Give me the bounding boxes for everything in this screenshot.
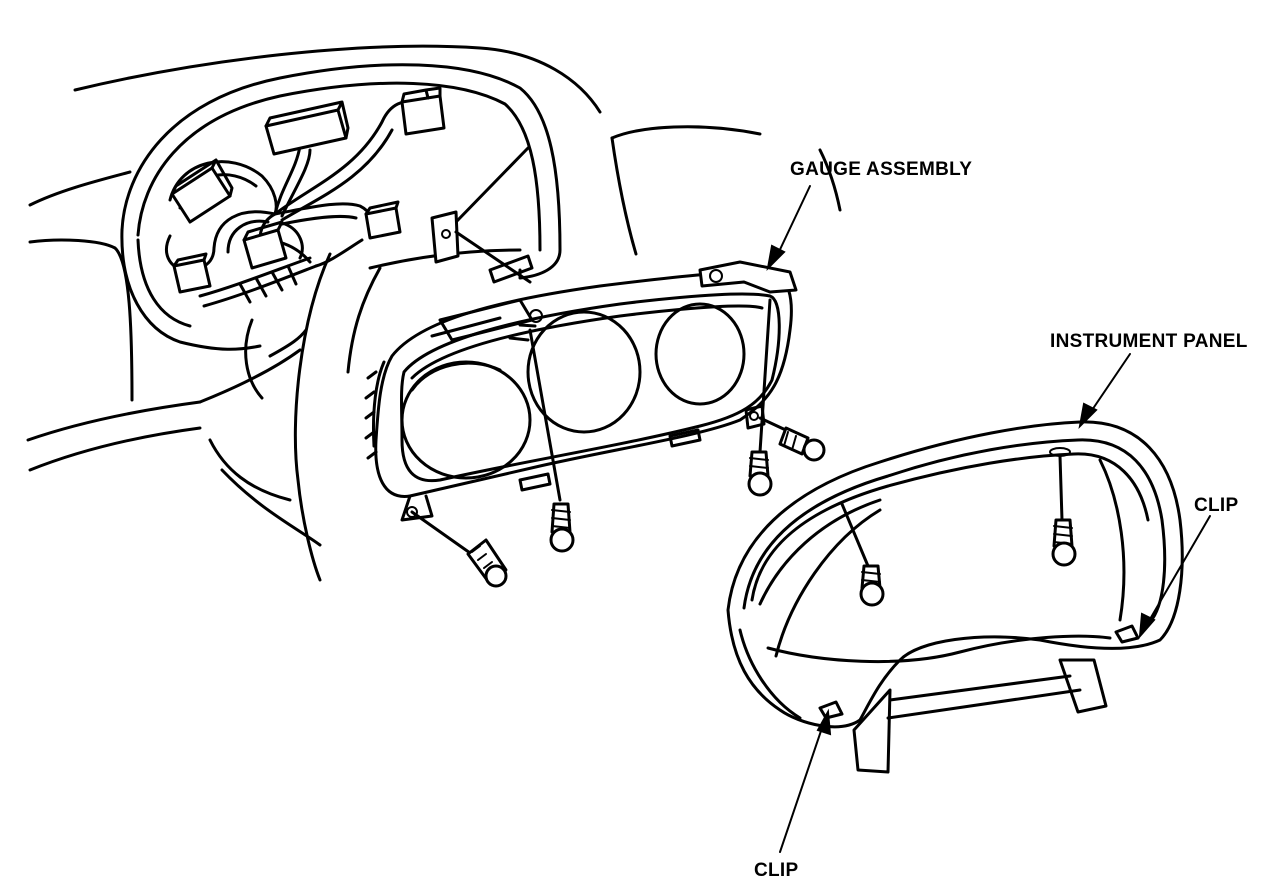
connector-middle — [242, 228, 288, 270]
dashboard-outline — [26, 44, 842, 547]
gauge-right — [654, 302, 746, 406]
gauge-assembly-arrowhead — [766, 244, 786, 271]
connector-right — [364, 206, 402, 240]
gauge-screws — [410, 298, 826, 588]
steering-column — [198, 252, 382, 582]
cluster-opening — [120, 63, 562, 351]
connectors — [170, 86, 446, 294]
clip-label-right: CLIP — [1194, 495, 1239, 516]
instrument-panel-label: INSTRUMENT PANEL — [1050, 331, 1248, 352]
dash-mounting-bracket — [430, 210, 534, 284]
instrument-panel — [726, 420, 1184, 774]
clip-label-bottom: CLIP — [754, 860, 799, 881]
leader-lines — [766, 185, 1211, 853]
clip-right-arrowhead — [1138, 612, 1156, 639]
connector-top-right — [400, 94, 446, 136]
gauge-faces — [400, 302, 746, 480]
instrument-panel-arrowhead — [1078, 402, 1098, 429]
connector-left — [172, 258, 212, 294]
clip-bottom-arrowhead — [816, 708, 832, 736]
gauge-assembly-label: GAUGE ASSEMBLY — [790, 159, 973, 180]
gauge-center — [526, 310, 642, 434]
